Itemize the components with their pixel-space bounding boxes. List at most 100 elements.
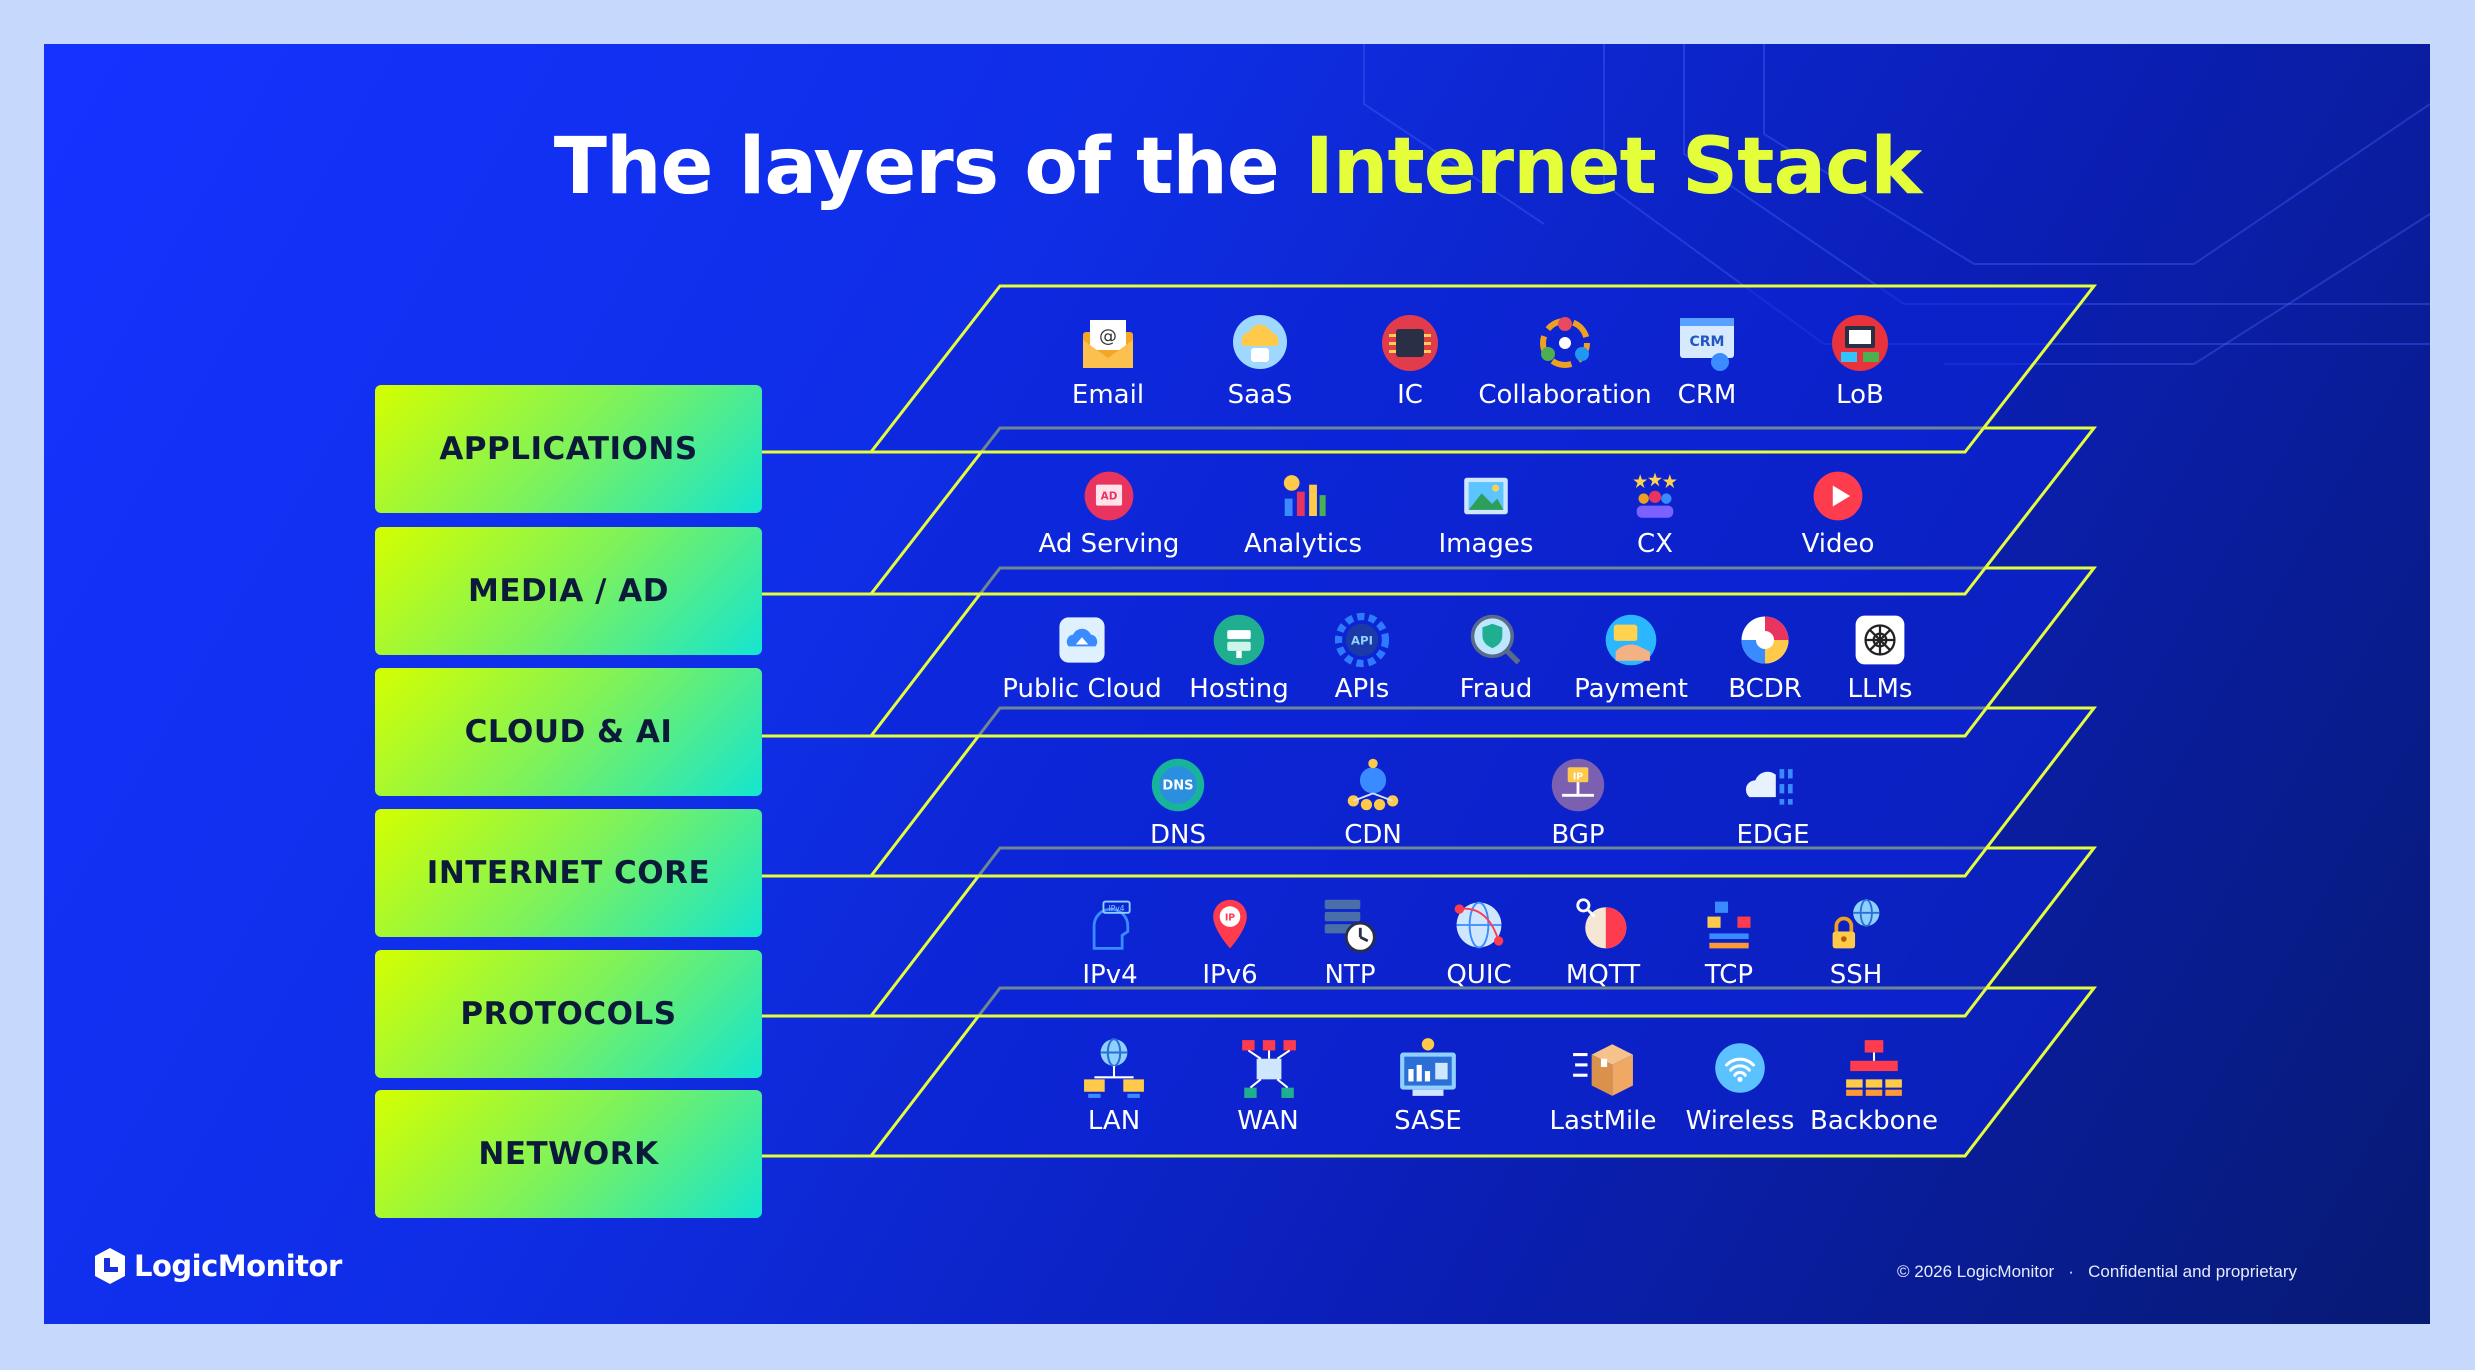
item-label: Video [1801, 529, 1875, 559]
cdn-network-icon [1347, 758, 1399, 811]
svg-text:AD: AD [1101, 490, 1118, 502]
item-backbone: Backbone [1779, 1036, 1969, 1136]
item-hosting: Hosting [1144, 612, 1334, 704]
item-llms: LLMs [1785, 612, 1975, 704]
item-sase: SASE [1333, 1036, 1523, 1136]
bgp-icon: IP [1551, 758, 1605, 812]
layer-label-text: APPLICATIONS [439, 431, 698, 467]
footer-notice: Confidential and proprietary [2088, 1262, 2297, 1281]
item-cx: CX [1560, 469, 1750, 559]
layer-label-text: CLOUD & AI [464, 714, 673, 750]
item-payment: Payment [1536, 612, 1726, 704]
svg-text:CRM: CRM [1690, 334, 1725, 350]
ipv6-pin-icon: IP [1213, 899, 1247, 949]
layer-label-internet-core: INTERNET CORE [375, 809, 762, 937]
item-saas: SaaS [1165, 312, 1355, 410]
lastmile-box-icon [1573, 1044, 1633, 1096]
item-ad-serving: AD Ad Serving [1014, 469, 1204, 559]
item-lan: LAN [1019, 1036, 1209, 1136]
item-crm: CRM CRM [1612, 312, 1802, 410]
item-label: Collaboration [1478, 380, 1652, 410]
item-label: Wireless [1685, 1106, 1795, 1136]
title-highlight: Internet Stack [1304, 122, 1922, 212]
lan-icon [1084, 1038, 1144, 1098]
item-bcdr: BCDR [1670, 612, 1860, 704]
item-label: BGP [1551, 820, 1605, 850]
layer-label-text: NETWORK [478, 1136, 659, 1172]
collaboration-icon [1540, 317, 1590, 368]
item-label: CRM [1677, 380, 1737, 410]
llm-brain-icon [1855, 615, 1905, 665]
item-public-cloud: Public Cloud [987, 612, 1177, 704]
item-tcp: TCP [1634, 896, 1824, 990]
item-collaboration: Collaboration [1470, 312, 1660, 410]
item-label: LAN [1087, 1106, 1141, 1136]
payment-icon [1605, 614, 1657, 666]
footer-separator: · [2068, 1262, 2074, 1281]
mqtt-icon [1576, 898, 1627, 949]
item-label: Images [1438, 529, 1534, 559]
item-label: CDN [1344, 820, 1402, 850]
logo: LogicMonitor [92, 1246, 342, 1286]
item-cdn: CDN [1278, 756, 1468, 850]
layer-label-text: PROTOCOLS [460, 996, 677, 1032]
ntp-clock-icon [1324, 899, 1376, 953]
hosting-icon [1213, 614, 1265, 666]
item-label: NTP [1324, 960, 1376, 990]
item-label: BCDR [1728, 674, 1802, 704]
crm-icon: CRM [1680, 318, 1734, 371]
item-ntp: NTP [1255, 896, 1445, 990]
item-label: WAN [1237, 1106, 1299, 1136]
item-label: Hosting [1189, 674, 1289, 704]
quic-globe-icon [1454, 901, 1504, 949]
tcp-icon [1707, 901, 1751, 949]
layer-label-text: MEDIA / AD [468, 573, 669, 609]
item-ssh: SSH [1761, 896, 1951, 990]
email-icon: @ [1083, 320, 1133, 368]
item-label: APIs [1334, 674, 1390, 704]
svg-text:DNS: DNS [1162, 779, 1193, 794]
wireless-icon [1715, 1043, 1765, 1093]
page-title: The layers of the Internet Stack [0, 122, 2475, 212]
cx-icon [1633, 472, 1677, 518]
item-label: IPv4 [1082, 960, 1138, 990]
item-analytics: Analytics [1208, 469, 1398, 559]
item-label: Email [1071, 380, 1145, 410]
item-quic: QUIC [1384, 896, 1574, 990]
item-label: LoB [1836, 380, 1884, 410]
api-gear-icon: API [1334, 612, 1390, 668]
svg-text:IPv4: IPv4 [1109, 904, 1125, 913]
layer-label-network: NETWORK [375, 1090, 762, 1218]
item-label: MQTT [1565, 960, 1641, 990]
sase-icon [1400, 1038, 1456, 1096]
bcdr-icon [1741, 616, 1789, 664]
item-apis: API APIs [1267, 612, 1457, 704]
item-ipv6: IP IPv6 [1135, 896, 1325, 990]
edge-cloud-icon [1745, 769, 1793, 805]
footer-copyright: © 2026 LogicMonitor [1897, 1262, 2055, 1281]
chip-icon [1382, 315, 1438, 371]
analytics-icon [1283, 475, 1326, 517]
item-dns: DNS DNS [1083, 756, 1273, 850]
item-label: TCP [1704, 960, 1754, 990]
layer-label-media-ad: MEDIA / AD [375, 527, 762, 655]
item-label: SSH [1829, 960, 1883, 990]
item-label: Public Cloud [1002, 674, 1162, 704]
backbone-icon [1846, 1040, 1902, 1096]
footer: © 2026 LogicMonitor · Confidential and p… [1897, 1262, 2297, 1282]
layer-label-text: INTERNET CORE [426, 855, 711, 891]
item-label: IC [1397, 380, 1423, 410]
layer-label-protocols: PROTOCOLS [375, 950, 762, 1078]
item-wireless: Wireless [1645, 1036, 1835, 1136]
images-icon [1464, 477, 1508, 515]
fraud-shield-icon [1470, 614, 1521, 665]
lob-icon [1832, 315, 1888, 371]
item-label: Fraud [1459, 674, 1533, 704]
ipv4-icon: IPv4 [1092, 900, 1131, 950]
item-wan: WAN [1173, 1036, 1363, 1136]
item-label: DNS [1150, 820, 1206, 850]
item-edge: EDGE [1678, 756, 1868, 850]
item-ipv4: IPv4 IPv4 [1015, 896, 1205, 990]
item-label: Analytics [1243, 529, 1363, 559]
